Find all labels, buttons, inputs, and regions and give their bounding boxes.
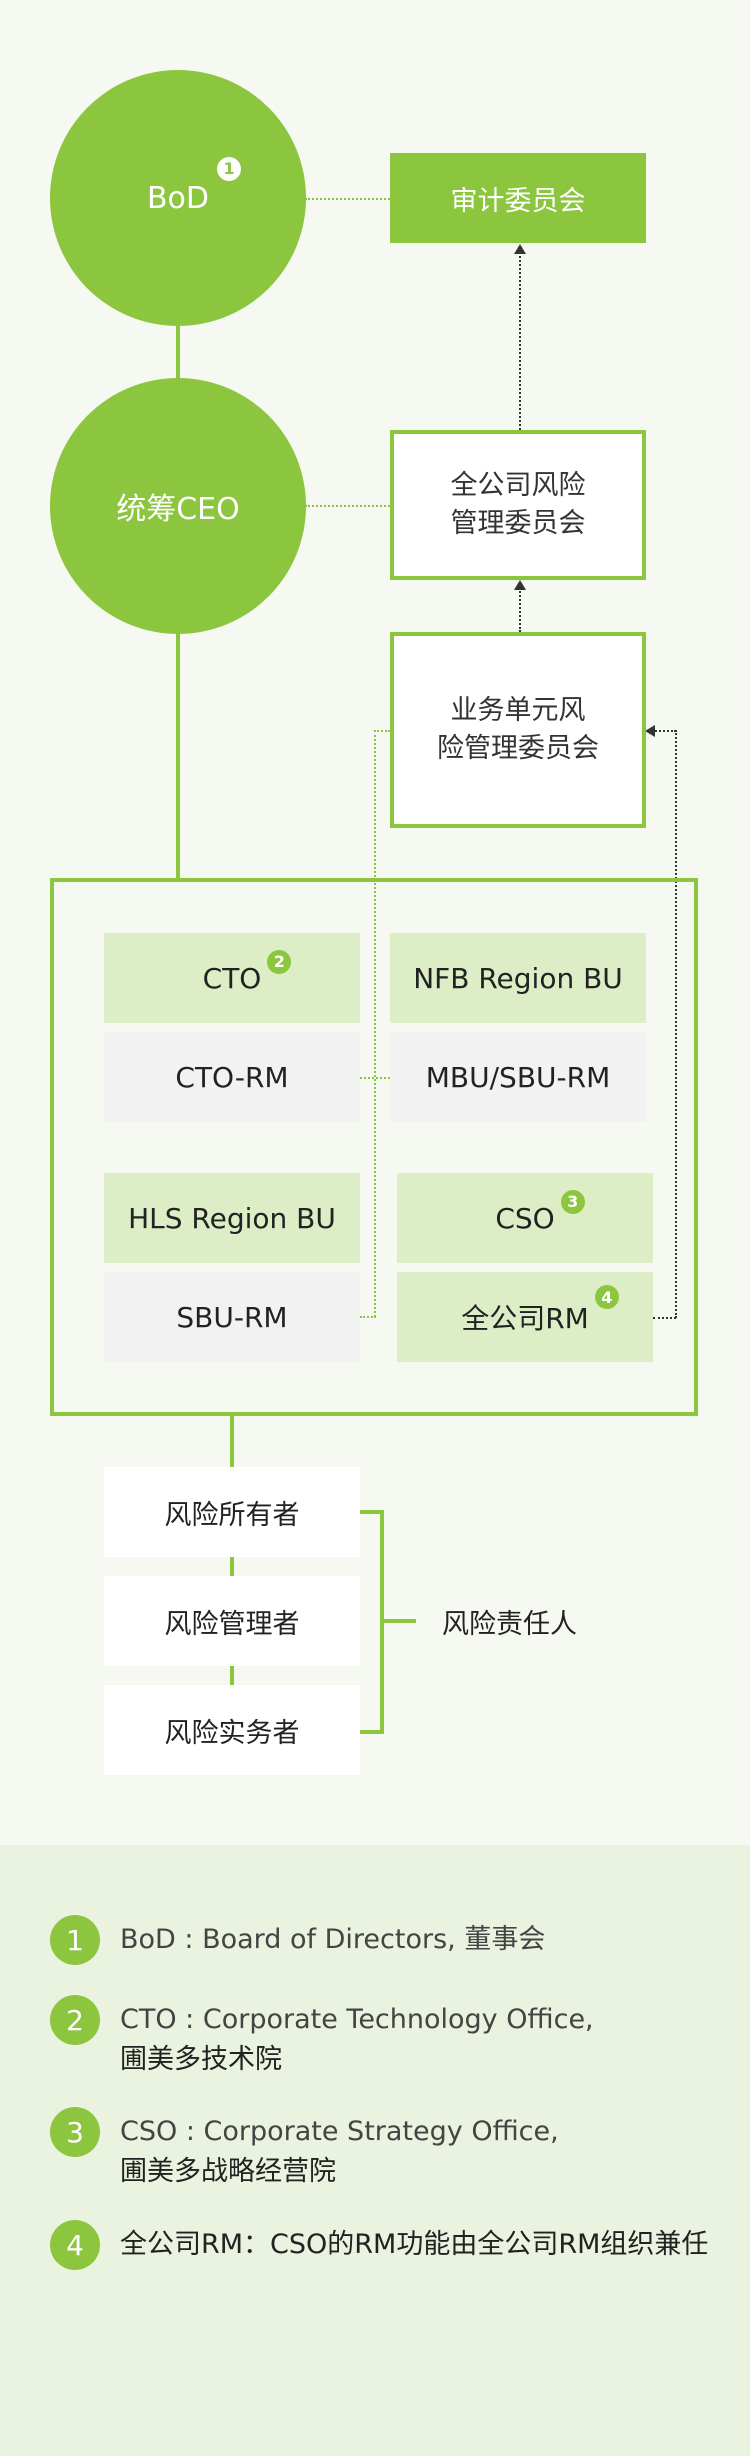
ceo-label: 统筹CEO — [116, 492, 240, 527]
arrow-up-icon — [514, 244, 526, 254]
organization-frame — [50, 878, 698, 1416]
legend-item-2: 2 CTO : Corporate Technology Office, 圃美多技… — [50, 1995, 594, 2080]
company-rm-dotted-line — [653, 1317, 676, 1319]
bu-risk-committee-box: 业务单元风 险管理委员会 — [390, 632, 646, 828]
ceo-committee-dotted-line — [305, 505, 390, 507]
bracket-middle — [384, 1619, 416, 1623]
hls-region-bu-cell: HLS Region BU — [104, 1173, 360, 1263]
mbu-sbu-rm-label: MBU/SBU-RM — [425, 1060, 611, 1094]
bracket-vertical — [380, 1510, 384, 1734]
company-rm-badge: 4 — [594, 1285, 619, 1309]
company-risk-committee-line2: 管理委员会 — [450, 508, 586, 539]
risk-owner-box: 风险所有者 — [104, 1467, 360, 1557]
bracket-bottom — [360, 1730, 384, 1734]
bracket-top — [360, 1510, 384, 1514]
cso-badge: 3 — [560, 1189, 585, 1214]
bod-ceo-connector — [176, 320, 180, 380]
cto-rm-cell: CTO-RM — [104, 1032, 360, 1122]
bu-committee-return-dotted — [652, 730, 676, 732]
bu-risk-committee-line2: 险管理委员会 — [437, 733, 599, 764]
arrow-up-icon — [514, 580, 526, 590]
risk-responsible-label: 风险责任人 — [442, 1609, 577, 1640]
legend-item-1: 1 BoD : Board of Directors, 董事会 — [50, 1915, 545, 1965]
company-risk-committee-line1: 全公司风险 — [450, 470, 586, 501]
company-rm-label: 全公司RM — [461, 1302, 589, 1335]
legend-number: 4 — [50, 2220, 100, 2270]
legend-number: 1 — [50, 1915, 100, 1965]
committee-audit-dotted-arrow — [519, 252, 521, 430]
legend-panel: 1 BoD : Board of Directors, 董事会 2 CTO : … — [0, 1845, 750, 2456]
nfb-region-bu-cell: NFB Region BU — [390, 933, 646, 1023]
sbu-rm-dotted-line — [360, 1316, 376, 1318]
risk-owner-label: 风险所有者 — [164, 1499, 300, 1531]
risk-manager-box: 风险管理者 — [104, 1576, 360, 1666]
legend-text-cn: 圃美多战略经营院 — [120, 2156, 336, 2187]
hls-region-bu-label: HLS Region BU — [128, 1201, 336, 1235]
company-risk-committee-box: 全公司风险 管理委员会 — [390, 430, 646, 580]
cto-badge: 2 — [267, 949, 292, 974]
legend-item-4: 4 全公司RM：CSO的RM功能由全公司RM组织兼任 — [50, 2220, 708, 2270]
cto-mbu-dotted-line — [360, 1077, 390, 1079]
cto-label: CTO — [202, 961, 262, 995]
risk-practitioner-label: 风险实务者 — [164, 1717, 300, 1749]
arrow-left-icon — [645, 725, 655, 737]
company-rm-vertical-dotted — [675, 730, 677, 1318]
audit-committee-box: 审计委员会 — [390, 153, 646, 243]
grid-risk-connector — [230, 1414, 234, 1734]
legend-text: CSO : Corporate Strategy Office, — [120, 2116, 559, 2147]
legend-text: BoD : Board of Directors, 董事会 — [120, 1924, 546, 1955]
cto-rm-label: CTO-RM — [175, 1060, 289, 1094]
bod-audit-dotted-line — [305, 198, 390, 200]
legend-item-3: 3 CSO : Corporate Strategy Office, 圃美多战略经… — [50, 2107, 559, 2192]
sbu-rm-vertical-dotted — [374, 730, 376, 1317]
legend-text: 全公司RM：CSO的RM功能由全公司RM组织兼任 — [120, 2229, 709, 2260]
bu-committee-left-dotted — [374, 730, 390, 732]
bu-committee-dotted-arrow — [519, 588, 521, 632]
sbu-rm-cell: SBU-RM — [104, 1272, 360, 1362]
ceo-circle: 统筹CEO — [50, 378, 306, 634]
legend-number: 2 — [50, 1995, 100, 2045]
mbu-sbu-rm-cell: MBU/SBU-RM — [390, 1032, 646, 1122]
nfb-region-bu-label: NFB Region BU — [413, 961, 623, 995]
risk-manager-label: 风险管理者 — [164, 1608, 300, 1640]
sbu-rm-label: SBU-RM — [176, 1300, 288, 1334]
legend-text-cn: 圃美多技术院 — [120, 2044, 282, 2075]
legend-number: 3 — [50, 2107, 100, 2157]
legend-text: CTO : Corporate Technology Office, — [120, 2004, 594, 2035]
ceo-grid-connector — [176, 630, 180, 880]
cso-label: CSO — [495, 1201, 555, 1235]
bod-label: BoD — [146, 180, 210, 216]
risk-practitioner-box: 风险实务者 — [104, 1685, 360, 1775]
audit-committee-label: 审计委员会 — [450, 185, 586, 217]
bod-circle: BoD 1 — [50, 70, 306, 326]
bod-badge: 1 — [217, 156, 242, 181]
bu-risk-committee-line1: 业务单元风 — [450, 695, 586, 726]
